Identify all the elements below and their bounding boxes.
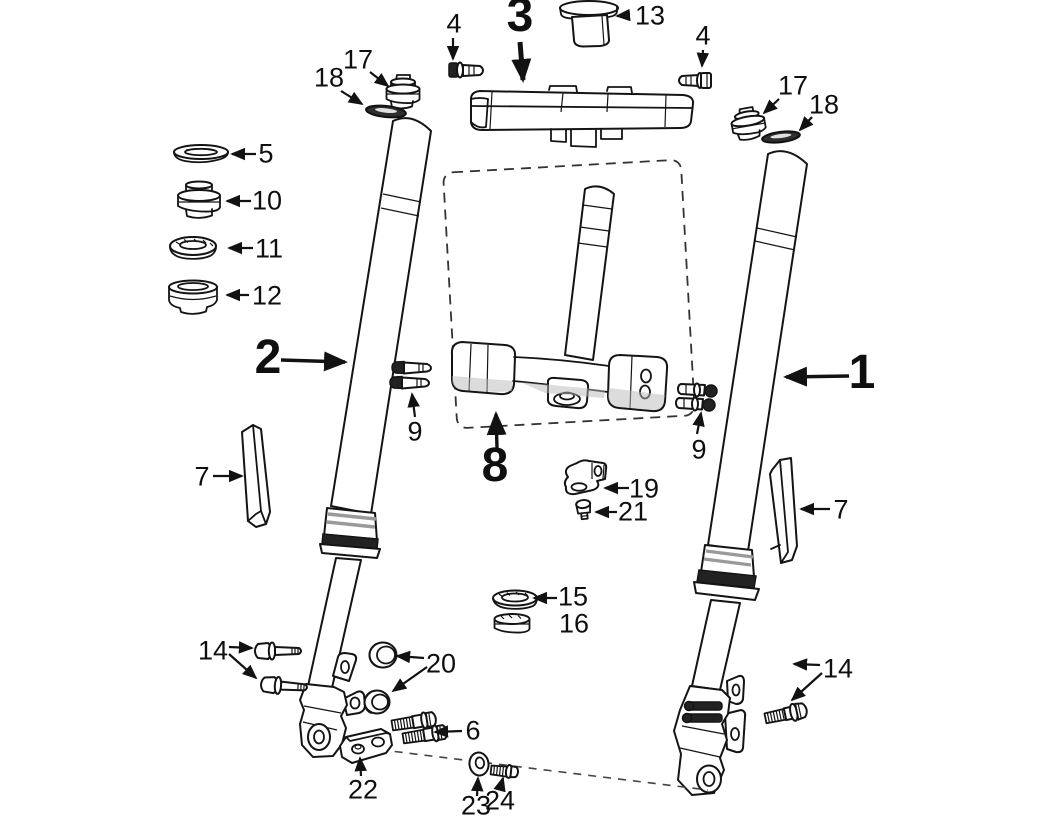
fork-cap-17-right: [730, 106, 767, 141]
bolt-4-right: [678, 72, 712, 89]
callout-3: 3: [506, 0, 534, 42]
washer-5: [173, 144, 229, 164]
callout-14-right: 14: [822, 653, 854, 684]
callout-16: 16: [558, 608, 590, 639]
oring-18-left: [365, 104, 407, 119]
callout-24: 24: [484, 785, 516, 816]
bracket-22: [339, 728, 393, 764]
callout-13: 13: [634, 0, 666, 31]
callout-11: 11: [254, 233, 284, 264]
callout-14-left: 14: [197, 635, 229, 666]
bolts-9-left: [389, 360, 432, 390]
callout-7-right: 7: [833, 494, 849, 525]
bolt-4-left: [448, 61, 484, 79]
bolts-14-left: [254, 641, 309, 697]
callout-1: 1: [848, 346, 876, 399]
callout-19: 19: [628, 473, 660, 504]
washer-23: [468, 751, 490, 777]
strip-7-left: [241, 424, 271, 528]
assembly-axis-line: [349, 745, 709, 791]
callout-4-right: 4: [695, 20, 711, 51]
callout-20: 20: [425, 648, 457, 679]
fork-cap-17-left: [385, 74, 421, 110]
callout-7-left: 7: [194, 461, 210, 492]
callout-4-left: 4: [446, 8, 462, 39]
bolts-9-right: [675, 382, 718, 412]
screw-24: [489, 763, 519, 779]
callout-9-right: 9: [691, 434, 707, 465]
seal-15: [492, 589, 538, 610]
callout-21: 21: [617, 496, 649, 527]
nut-12: [168, 279, 218, 315]
clamp-19: [563, 459, 608, 496]
bolts-6: [390, 711, 449, 748]
callout-10: 10: [251, 185, 283, 216]
callout-23: 23: [460, 790, 492, 816]
upper-triple-clamp: [470, 85, 695, 148]
screw-21: [575, 498, 592, 521]
callout-5: 5: [258, 138, 274, 169]
bushing-16: [493, 613, 531, 634]
bolt-14-right: [763, 702, 808, 725]
callout-12: 12: [251, 280, 283, 311]
oring-18-right: [761, 130, 801, 144]
callout-22: 22: [347, 774, 379, 805]
callout-18-right: 18: [808, 89, 840, 120]
callout-17-left: 17: [342, 44, 374, 75]
callout-2: 2: [254, 331, 282, 384]
callout-6: 6: [465, 715, 481, 746]
left-fork-assembly: [299, 117, 432, 758]
strip-7-right: [769, 457, 798, 564]
callout-17-right: 17: [777, 70, 809, 101]
callout-15: 15: [557, 581, 589, 612]
lower-triple-clamp: [450, 185, 669, 413]
callout-8: 8: [481, 439, 509, 492]
ring-11: [169, 236, 217, 260]
callout-9-left: 9: [407, 416, 423, 447]
leader-arrows: [213, 8, 850, 797]
caps-20: [363, 641, 398, 715]
cap-10: [177, 180, 221, 219]
fork-cap-13: [559, 0, 619, 48]
right-fork-assembly: [673, 150, 808, 796]
callout-18-left: 18: [313, 62, 345, 93]
detail-box-8: [442, 159, 696, 429]
